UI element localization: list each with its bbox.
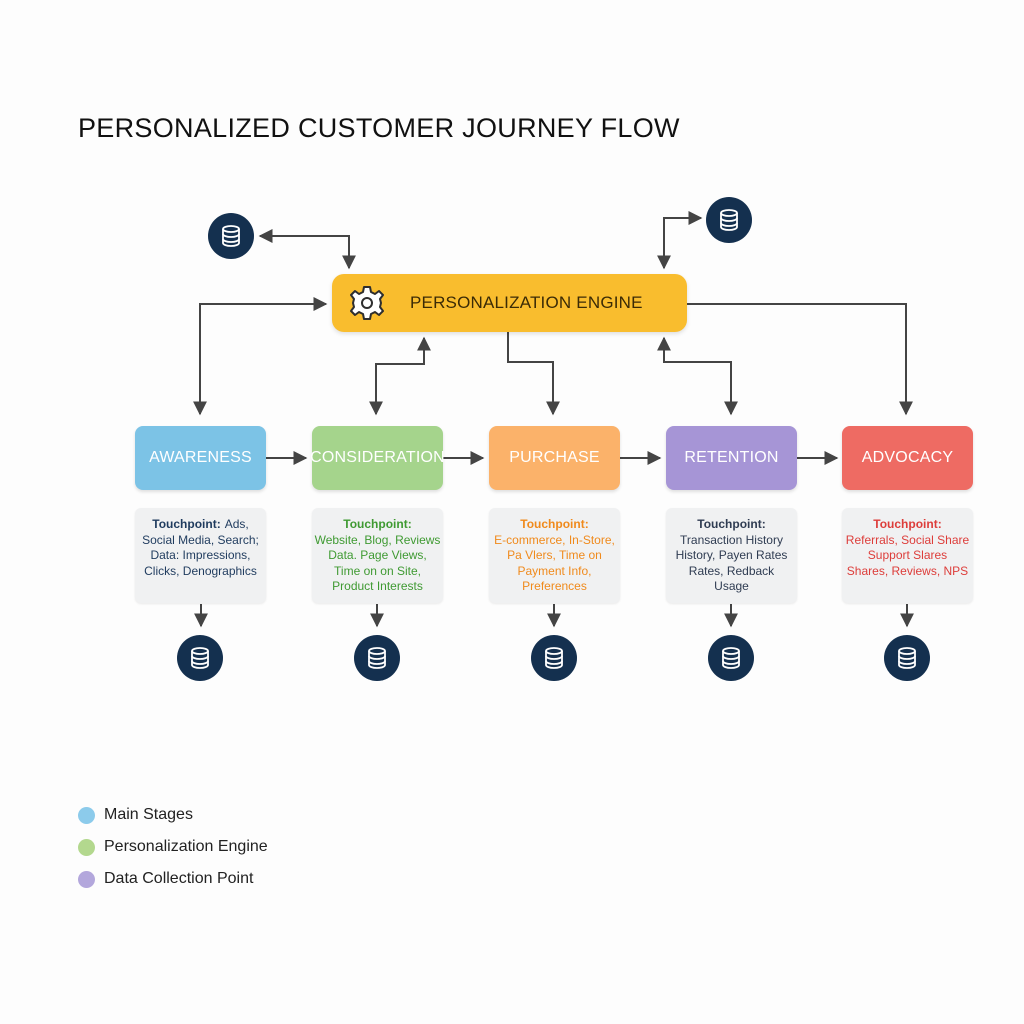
- connector-engine-purchase: [507, 332, 560, 416]
- legend-dot: [78, 838, 95, 856]
- touchpoint-card-awareness: Touchpoint:Ads,Social Media, Search;Data…: [135, 508, 266, 603]
- stage-awareness: AWARENESS: [135, 426, 266, 490]
- legend-label: Personalization Engine: [104, 838, 268, 855]
- stage-purchase: PURCHASE: [489, 426, 620, 490]
- connector-retention-engine: [657, 336, 738, 416]
- touchpoint-line: Product Interests: [332, 579, 423, 593]
- touchpoint-line: Rates, Redback: [688, 563, 775, 578]
- legend-dot: [78, 806, 95, 824]
- engine-label: PERSONALIZATION ENGINE: [410, 293, 643, 312]
- database-icon: [708, 635, 754, 681]
- stage-label: CONSIDERATION: [310, 449, 445, 466]
- touchpoint-line: Ads,: [224, 517, 249, 531]
- database-icon: [354, 635, 400, 681]
- legend-item-data-collection-point: Data Collection Point: [78, 869, 253, 889]
- database-icon: [177, 635, 223, 681]
- stage-label: RETENTION: [684, 449, 779, 466]
- touchpoint-line: Clicks, Denographics: [144, 563, 257, 578]
- touchpoint-line: Transaction History: [680, 532, 783, 547]
- touchpoint-card-purchase: Touchpoint:E-commerce, In-Store,Pa Vlers…: [489, 508, 620, 603]
- touchpoint-line: Payment Info,: [517, 563, 592, 578]
- touchpoint-line: History, Payen Rates: [675, 548, 788, 562]
- touchpoint-line: Preferences: [522, 579, 587, 593]
- touchpoint-line: Website, Blog, Reviews: [314, 532, 441, 547]
- touchpoint-heading: Touchpoint:: [520, 517, 589, 531]
- touchpoint-line: Referrals, Social Share: [845, 532, 970, 547]
- stage-advocacy: ADVOCACY: [842, 426, 973, 490]
- connector-awareness-engine: [193, 297, 328, 416]
- touchpoint-line: Data: Impressions,: [150, 548, 251, 562]
- touchpoint-line: Data. Page Views,: [328, 548, 427, 562]
- database-icon: [531, 635, 577, 681]
- touchpoint-line: Shares, Reviews, NPS: [846, 563, 969, 578]
- touchpoint-heading: Touchpoint:: [343, 517, 412, 531]
- legend-item-main-stages: Main Stages: [78, 805, 193, 825]
- stage-label: AWARENESS: [149, 449, 252, 466]
- connector-consideration-engine: [369, 336, 431, 416]
- connector-db-top-left: [258, 229, 356, 270]
- touchpoint-line: Time on on Site,: [334, 563, 421, 578]
- touchpoint-heading: Touchpoint:: [152, 517, 221, 531]
- stage-label: ADVOCACY: [861, 449, 954, 466]
- stage-consideration: CONSIDERATION: [310, 426, 445, 490]
- stage-label: PURCHASE: [509, 449, 600, 466]
- touchpoint-heading: Touchpoint:: [873, 517, 942, 531]
- database-icon: [706, 197, 752, 243]
- connector-db-top-right: [657, 211, 703, 270]
- touchpoint-line: E-commerce, In-Store,: [494, 532, 615, 547]
- legend-label: Main Stages: [104, 806, 193, 823]
- database-icon: [884, 635, 930, 681]
- touchpoint-heading: Touchpoint:: [697, 517, 766, 531]
- database-icon: [208, 213, 254, 259]
- legend-item-personalization-engine: Personalization Engine: [78, 837, 268, 857]
- touchpoint-line: Pa Vlers, Time on: [507, 548, 602, 562]
- page-title: PERSONALIZED CUSTOMER JOURNEY FLOW: [78, 113, 680, 143]
- legend-label: Data Collection Point: [104, 870, 254, 887]
- gear-icon: [350, 286, 384, 320]
- touchpoint-line: Support Slares: [867, 548, 948, 562]
- legend-dot: [78, 870, 95, 888]
- stage-retention: RETENTION: [666, 426, 797, 490]
- touchpoint-line: Usage: [714, 579, 749, 593]
- touchpoint-line: Social Media, Search;: [142, 532, 259, 547]
- personalization-engine-node: PERSONALIZATION ENGINE: [332, 274, 687, 332]
- connector-engine-advocacy: [687, 303, 913, 416]
